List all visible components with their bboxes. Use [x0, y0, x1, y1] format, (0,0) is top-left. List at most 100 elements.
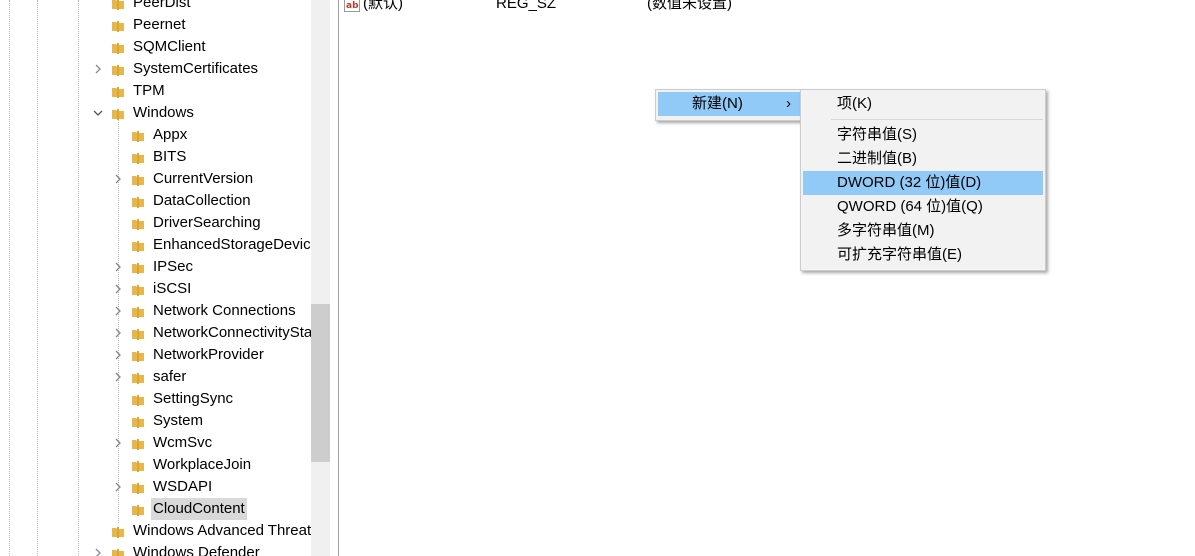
- string-value-icon: ab: [344, 0, 360, 12]
- tree-item-label: Appx: [153, 126, 188, 143]
- tree-item-label: SystemCertificates: [133, 60, 259, 77]
- tree-item[interactable]: SettingSync: [0, 388, 311, 410]
- tree-item[interactable]: WSDAPI: [0, 476, 311, 498]
- tree-item-label: SQMClient: [133, 38, 206, 55]
- tree-item-label: Peernet: [133, 16, 186, 33]
- folder-icon: [111, 524, 125, 538]
- tree-item-label: PeerDist: [133, 0, 191, 11]
- tree-item[interactable]: System: [0, 410, 311, 432]
- submenu-item[interactable]: DWORD (32 位)值(D): [803, 171, 1043, 195]
- tree-item[interactable]: WcmSvc: [0, 432, 311, 454]
- submenu-item[interactable]: 二进制值(B): [837, 150, 917, 167]
- submenu-item[interactable]: QWORD (64 位)值(Q): [837, 198, 983, 215]
- tree-item[interactable]: DataCollection: [0, 190, 311, 212]
- tree-item-label: Network Connections: [153, 302, 296, 319]
- folder-icon: [131, 436, 145, 450]
- folder-icon: [131, 194, 145, 208]
- tree-item-label: SettingSync: [153, 390, 234, 407]
- tree-item[interactable]: IPSec: [0, 256, 311, 278]
- tree-item[interactable]: PeerDist: [0, 0, 311, 14]
- tree-item-label: DriverSearching: [153, 214, 261, 231]
- tree-item-label: NetworkConnectivityStatusIndicator: [153, 324, 311, 341]
- folder-icon: [131, 348, 145, 362]
- tree-guide-line: [37, 0, 38, 556]
- folder-icon: [131, 128, 145, 142]
- tree-item[interactable]: Windows Defender: [0, 542, 311, 556]
- tree-item[interactable]: BITS: [0, 146, 311, 168]
- tree-item[interactable]: CurrentVersion: [0, 168, 311, 190]
- submenu-item[interactable]: 项(K): [837, 95, 872, 112]
- folder-icon: [131, 260, 145, 274]
- folder-icon: [131, 304, 145, 318]
- tree-item-label: TPM: [133, 82, 165, 99]
- tree-item-label: WorkplaceJoin: [153, 456, 252, 473]
- folder-icon: [131, 172, 145, 186]
- value-row[interactable]: ab (默认) REG_SZ (数值未设置): [339, 0, 759, 15]
- folder-icon: [131, 282, 145, 296]
- chevron-right-icon[interactable]: [92, 58, 104, 80]
- submenu-item[interactable]: 字符串值(S): [837, 126, 917, 143]
- tree-item-label: safer: [153, 368, 187, 385]
- folder-icon: [111, 106, 125, 120]
- value-type: REG_SZ: [496, 0, 557, 12]
- tree-item-label: System: [153, 412, 204, 429]
- folder-icon: [131, 326, 145, 340]
- chevron-right-icon[interactable]: [92, 542, 104, 556]
- folder-icon: [131, 502, 145, 516]
- menu-item-new[interactable]: 新建(N) ›: [658, 92, 800, 116]
- tree-item[interactable]: SQMClient: [0, 36, 311, 58]
- menu-separator: [831, 119, 1043, 120]
- chevron-right-icon[interactable]: [112, 300, 124, 322]
- values-pane[interactable]: ab (默认) REG_SZ (数值未设置): [339, 0, 1195, 556]
- chevron-right-icon[interactable]: [112, 322, 124, 344]
- tree-item-label: CurrentVersion: [153, 170, 254, 187]
- tree-item[interactable]: Peernet: [0, 14, 311, 36]
- tree-item[interactable]: NetworkConnectivityStatusIndicator: [0, 322, 311, 344]
- tree-item[interactable]: iSCSI: [0, 278, 311, 300]
- tree-item[interactable]: NetworkProvider: [0, 344, 311, 366]
- value-name: (默认): [363, 0, 403, 12]
- chevron-right-icon[interactable]: [112, 344, 124, 366]
- tree-item[interactable]: Network Connections: [0, 300, 311, 322]
- submenu-item[interactable]: 可扩充字符串值(E): [837, 246, 962, 263]
- tree-item[interactable]: Windows Advanced Threat Protection: [0, 520, 311, 542]
- tree-item[interactable]: SystemCertificates: [0, 58, 311, 80]
- folder-icon: [111, 546, 125, 556]
- tree-guide-line: [9, 0, 10, 556]
- chevron-right-icon[interactable]: [112, 256, 124, 278]
- folder-icon: [111, 84, 125, 98]
- submenu-item[interactable]: 多字符串值(M): [837, 222, 935, 239]
- folder-icon: [131, 216, 145, 230]
- tree-item-label: CloudContent: [151, 498, 247, 520]
- tree-item[interactable]: CloudContent: [0, 498, 311, 520]
- folder-icon: [111, 40, 125, 54]
- folder-icon: [111, 62, 125, 76]
- pane-splitter[interactable]: [330, 0, 338, 556]
- folder-icon: [131, 458, 145, 472]
- tree-item-label: WcmSvc: [153, 434, 213, 451]
- tree-item[interactable]: TPM: [0, 80, 311, 102]
- tree-scrollbar-thumb[interactable]: [311, 304, 330, 462]
- folder-icon: [111, 18, 125, 32]
- chevron-right-icon[interactable]: [112, 168, 124, 190]
- chevron-down-icon[interactable]: [92, 102, 104, 124]
- chevron-right-icon[interactable]: [112, 278, 124, 300]
- tree-item[interactable]: safer: [0, 366, 311, 388]
- tree-item[interactable]: WorkplaceJoin: [0, 454, 311, 476]
- tree-item[interactable]: EnhancedStorageDevices: [0, 234, 311, 256]
- tree-scrollbar[interactable]: [311, 0, 330, 556]
- tree-item[interactable]: Appx: [0, 124, 311, 146]
- folder-icon: [111, 0, 125, 10]
- pane-divider: [338, 0, 339, 556]
- tree-guide-line: [78, 0, 79, 556]
- chevron-right-icon[interactable]: [112, 366, 124, 388]
- tree-item[interactable]: DriverSearching: [0, 212, 311, 234]
- chevron-right-icon[interactable]: [112, 476, 124, 498]
- chevron-right-icon[interactable]: [112, 432, 124, 454]
- folder-icon: [131, 414, 145, 428]
- tree-item-label: Windows Advanced Threat Protection: [133, 522, 311, 539]
- tree-item-label: iSCSI: [153, 280, 192, 297]
- tree-item[interactable]: Windows: [0, 102, 311, 124]
- tree-item-label: DataCollection: [153, 192, 251, 209]
